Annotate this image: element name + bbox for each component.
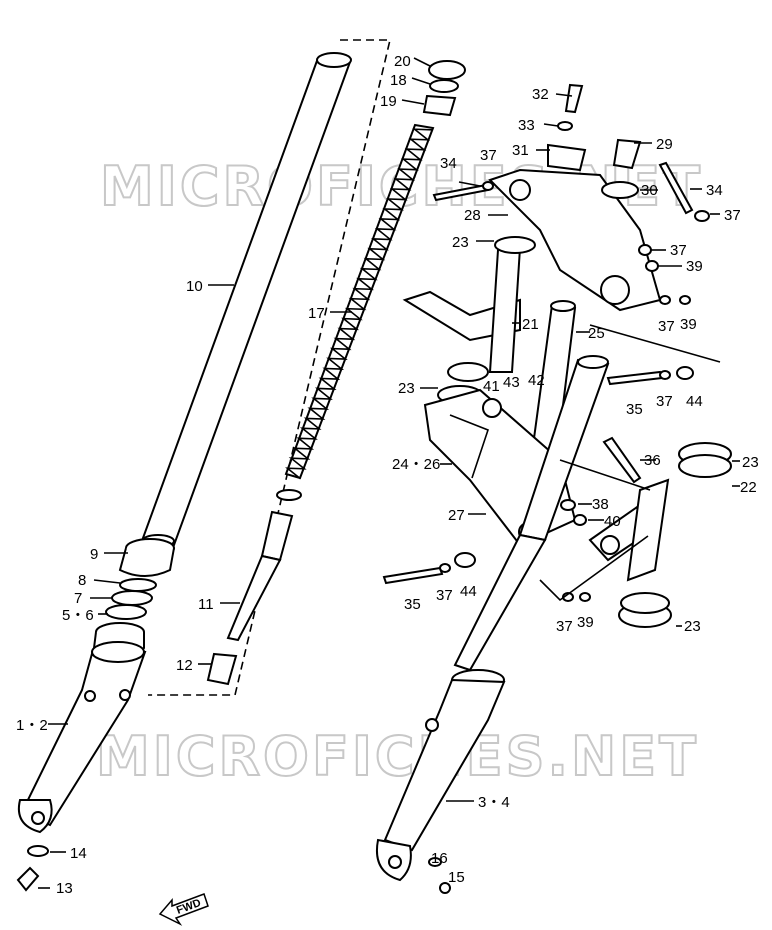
label-1-2: 1・2 [16, 717, 48, 734]
label-35-bottom: 35 [404, 596, 421, 613]
label-10: 10 [186, 278, 203, 295]
label-16: 16 [431, 850, 448, 867]
label-23-mid: 23 [398, 380, 415, 397]
label-39-bracket: 39 [680, 316, 697, 333]
label-41: 41 [483, 378, 500, 395]
label-34-left: 34 [440, 155, 457, 172]
label-5-6: 5・6 [62, 607, 94, 624]
label-20: 20 [394, 53, 411, 70]
label-30: 30 [641, 182, 658, 199]
label-32: 32 [532, 86, 549, 103]
label-37-mid: 37 [670, 242, 687, 259]
label-35-top: 35 [626, 401, 643, 418]
label-23-bottom: 23 [684, 618, 701, 635]
label-37-bracket: 37 [658, 318, 675, 335]
leader-lines [38, 57, 740, 889]
label-22: 22 [740, 479, 757, 496]
label-24-26: 24・26 [392, 456, 440, 473]
fork-spring-part [284, 123, 435, 480]
steering-stem-part [402, 246, 577, 472]
label-11: 11 [198, 596, 214, 613]
label-37-top: 37 [480, 147, 497, 164]
label-37-right: 37 [724, 207, 741, 224]
label-37-bottom: 37 [556, 618, 573, 635]
label-7: 7 [74, 590, 82, 607]
label-44-upper: 44 [686, 393, 703, 410]
label-39-mid: 39 [686, 258, 703, 275]
label-9: 9 [90, 546, 98, 563]
label-37-upper: 37 [656, 393, 673, 410]
label-25: 25 [588, 325, 605, 342]
forward-direction-icon: FWD [158, 893, 209, 926]
label-14: 14 [70, 845, 87, 862]
drain-bolt-part [16, 845, 49, 892]
label-15: 15 [448, 869, 465, 886]
inner-tube-part [141, 52, 352, 548]
label-33: 33 [518, 117, 535, 134]
label-40: 40 [604, 513, 621, 530]
label-37-lower: 37 [436, 587, 453, 604]
outer-tube-left-part [18, 641, 147, 834]
assembly-boundary-left [148, 39, 392, 696]
label-23-right: 23 [742, 454, 759, 471]
label-23-top: 23 [452, 234, 469, 251]
seal-stack-part [92, 538, 175, 655]
watermark-bottom: MICROFICHES.NET [96, 725, 699, 788]
label-28: 28 [464, 207, 481, 224]
upper-bracket-part [432, 83, 710, 312]
label-44-lower: 44 [460, 583, 477, 600]
label-12: 12 [176, 657, 193, 674]
label-8: 8 [78, 572, 86, 589]
label-19: 19 [380, 93, 397, 110]
label-13: 13 [56, 880, 73, 897]
damper-rod-part [206, 489, 302, 686]
bearing-races-part [437, 236, 732, 628]
label-3-4: 3・4 [478, 794, 510, 811]
label-27: 27 [448, 507, 465, 524]
label-31: 31 [512, 142, 529, 159]
label-18: 18 [390, 72, 407, 89]
label-21: 21 [522, 316, 539, 333]
outer-tube-right-part [376, 355, 610, 882]
guide-lines [449, 324, 721, 602]
bolts-and-washers-part [382, 181, 694, 894]
label-42: 42 [528, 372, 545, 389]
label-36: 36 [644, 452, 661, 469]
label-43: 43 [503, 374, 520, 391]
label-17: 17 [308, 305, 325, 322]
label-34-right: 34 [706, 182, 723, 199]
label-38: 38 [592, 496, 609, 513]
label-39-bottom: 39 [577, 614, 594, 631]
part-labels: 20 18 19 10 17 9 8 7 5・6 11 12 1・2 14 13… [16, 53, 759, 897]
fork-cap-part [422, 60, 466, 117]
label-29: 29 [656, 136, 673, 153]
